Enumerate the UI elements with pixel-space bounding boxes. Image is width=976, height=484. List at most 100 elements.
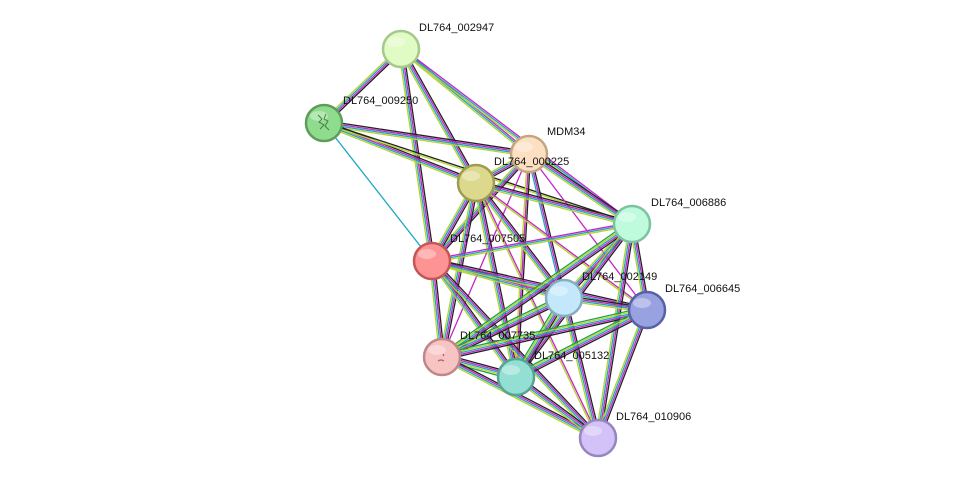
- node-label-DL764_002149: DL764_002149: [582, 271, 657, 283]
- edge-evidence-line: [515, 309, 648, 378]
- edge-evidence-line: [599, 223, 636, 440]
- node-DL764_010906[interactable]: [578, 418, 618, 458]
- edge-evidence-line: [441, 153, 530, 358]
- node-circle[interactable]: [509, 134, 549, 174]
- node-circle[interactable]: [612, 204, 652, 244]
- edge-DL764_002149-DL764_010906: [561, 296, 601, 440]
- edge-evidence-line: [323, 119, 531, 153]
- edge-evidence-line: [474, 184, 633, 227]
- edge-DL764_000225-DL764_006886: [474, 180, 634, 227]
- node-label-DL764_000225: DL764_000225: [494, 156, 569, 168]
- edge-evidence-line: [322, 124, 476, 186]
- edge-evidence-line: [442, 312, 649, 361]
- node-highlight: [428, 345, 446, 355]
- node-label-DL764_010906: DL764_010906: [616, 411, 691, 423]
- edge-evidence-line: [439, 220, 631, 356]
- node-circle[interactable]: [496, 357, 536, 397]
- edge-evidence-line: [401, 47, 634, 224]
- node-label-MDM34: MDM34: [547, 126, 586, 138]
- edge-evidence-line: [431, 223, 633, 262]
- node-DL764_006645[interactable]: [627, 290, 667, 330]
- node-circle[interactable]: [627, 290, 667, 330]
- edge-evidence-line: [561, 297, 597, 440]
- edge-evidence-line: [429, 261, 597, 441]
- edge-evidence-line: [440, 306, 647, 355]
- node-DL764_000225[interactable]: [456, 163, 496, 203]
- node-circle[interactable]: [456, 163, 496, 203]
- structure-glyph-icon: [317, 113, 330, 131]
- edge-evidence-line: [516, 312, 650, 381]
- edge-evidence-line: [431, 224, 633, 264]
- edge-evidence-line: [475, 181, 633, 224]
- edge-evidence-line: [399, 48, 476, 185]
- node-DL764_002149[interactable]: [544, 278, 584, 318]
- edge-evidence-line: [565, 296, 601, 439]
- node-highlight: [633, 298, 651, 308]
- node-DL764_005132[interactable]: [496, 357, 536, 397]
- edge-DL764_009250-DL764_007505: [323, 122, 433, 262]
- node-circle[interactable]: [422, 337, 462, 377]
- structure-glyph-icon: [437, 353, 445, 362]
- edge-evidence-line: [441, 297, 565, 358]
- edge-DL764_006645-DL764_007735: [440, 306, 649, 361]
- edge-evidence-line: [323, 123, 477, 185]
- node-circle[interactable]: [544, 278, 584, 318]
- edge-evidence-line: [529, 152, 567, 299]
- edge-evidence-line: [599, 310, 650, 440]
- edge-DL764_009250-MDM34: [322, 119, 531, 158]
- edge-evidence-line: [442, 224, 634, 359]
- node-circle[interactable]: [304, 103, 344, 143]
- edge-evidence-line: [474, 182, 565, 300]
- node-label-DL764_006645: DL764_006645: [665, 283, 740, 295]
- edge-evidence-line: [430, 262, 564, 301]
- node-DL764_002947[interactable]: [381, 29, 421, 69]
- node-circle[interactable]: [412, 241, 452, 281]
- labels-layer: DL764_002947DL764_009250MDM34DL764_00022…: [343, 22, 740, 423]
- edge-evidence-line: [323, 123, 530, 156]
- edge-evidence-line: [399, 49, 529, 156]
- edge-DL764_006645-DL764_005132: [513, 306, 650, 381]
- edge-MDM34-DL764_007735: [441, 153, 530, 358]
- edge-evidence-line: [440, 307, 648, 357]
- edge-evidence-line: [474, 182, 648, 312]
- edge-evidence-line: [433, 258, 601, 438]
- node-DL764_007735[interactable]: [422, 337, 462, 377]
- edge-evidence-line: [516, 310, 649, 380]
- edge-evidence-line: [527, 154, 633, 226]
- edge-evidence-line: [441, 310, 649, 360]
- edge-evidence-line: [596, 309, 647, 439]
- edge-evidence-line: [323, 122, 433, 262]
- node-highlight: [418, 249, 436, 259]
- edge-DL764_006645-DL764_010906: [595, 308, 650, 440]
- node-DL764_007505[interactable]: [412, 241, 452, 281]
- node-label-DL764_007505: DL764_007505: [450, 233, 525, 245]
- node-MDM34[interactable]: [509, 134, 549, 174]
- node-circle[interactable]: [578, 418, 618, 458]
- node-highlight: [515, 142, 533, 152]
- edge-evidence-line: [516, 153, 532, 378]
- edge-evidence-line: [528, 152, 634, 224]
- edge-evidence-line: [441, 309, 648, 358]
- edge-evidence-line: [441, 223, 633, 358]
- edge-DL764_007505-DL764_006886: [431, 221, 633, 264]
- edge-evidence-line: [431, 221, 633, 261]
- node-DL764_006886[interactable]: [612, 204, 652, 244]
- edge-evidence-line: [598, 309, 649, 439]
- edge-evidence-line: [439, 294, 564, 355]
- edge-evidence-line: [322, 124, 530, 158]
- edge-evidence-line: [399, 48, 432, 262]
- edge-evidence-line: [398, 49, 475, 185]
- edge-evidence-line: [430, 260, 599, 440]
- node-highlight: [618, 212, 636, 222]
- edge-evidence-line: [440, 358, 598, 441]
- edge-evidence-line: [402, 47, 479, 183]
- edge-evidence-line: [564, 297, 600, 439]
- node-DL764_009250[interactable]: [304, 103, 344, 143]
- node-highlight: [462, 171, 480, 181]
- node-highlight: [502, 365, 520, 375]
- edge-evidence-line: [431, 258, 649, 309]
- node-circle[interactable]: [381, 29, 421, 69]
- edge-evidence-line: [441, 355, 600, 438]
- edge-evidence-line: [475, 181, 566, 299]
- nodes-layer: [304, 29, 667, 458]
